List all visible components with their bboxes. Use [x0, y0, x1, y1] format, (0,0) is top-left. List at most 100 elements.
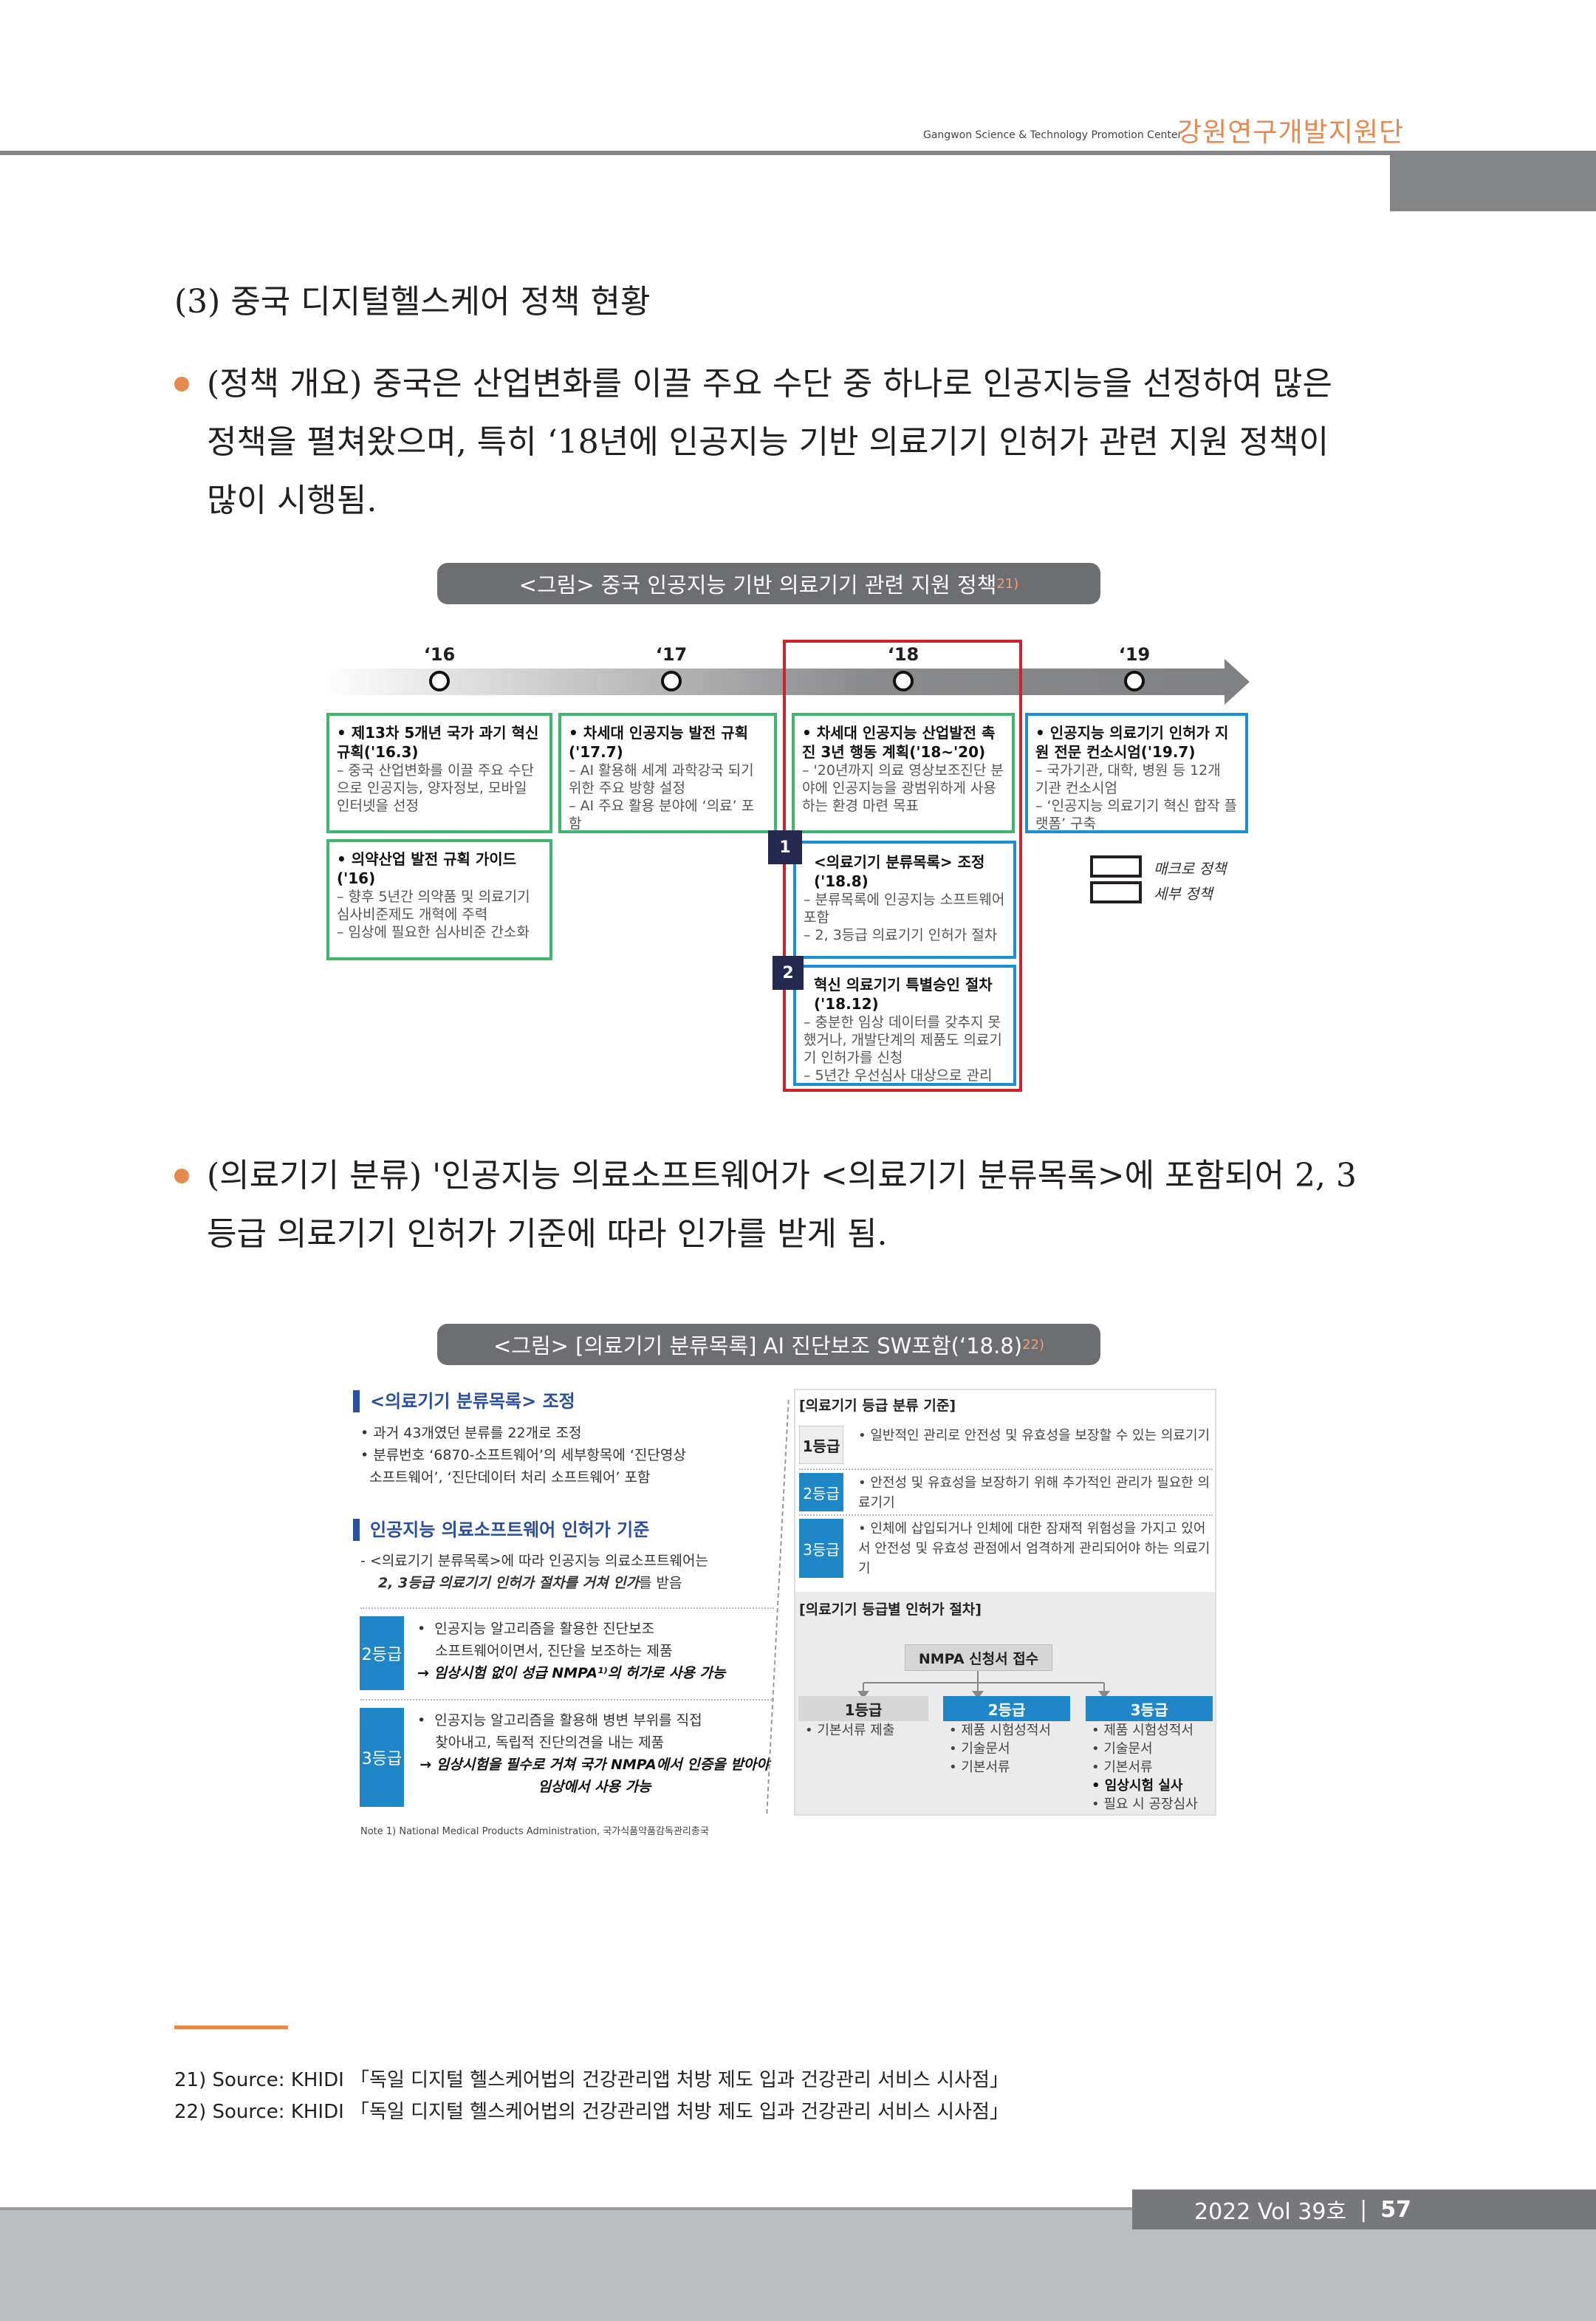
footnote-rule: [174, 2026, 288, 2029]
figure1-title-text: <그림> 중국 인공지능 기반 의료기기 관련 지원 정책: [518, 572, 997, 598]
item: 기본서류: [1103, 1760, 1153, 1775]
line: (정책 개요) 중국은 산업변화를 이끌 주요 수단 중 하나로 인공지능을 선…: [207, 365, 1333, 403]
class-grade-2-desc: • 안전성 및 유효성을 보장하기 위해 추가적인 관리가 필요한 의료기기: [858, 1475, 1210, 1511]
policy-box-18-8: <의료기기 분류목록> 조정 ('18.8)– 분류목록에 인공지능 소프트웨어…: [793, 841, 1016, 959]
timeline-marker: [893, 671, 914, 691]
process-grade-2: 2등급: [943, 1696, 1070, 1721]
timeline-arrow-icon: [1225, 659, 1250, 705]
line: • 인공지능 알고리즘을 활용한 진단보조: [417, 1621, 655, 1637]
box-line: – 충분한 임상 데이터를 갖추지 못했거나, 개발단계의 제품도 의료기기 인…: [804, 1014, 1002, 1066]
issue-label: 2022 Vol 39호: [1194, 2199, 1347, 2225]
figure2-ref: 22): [1022, 1336, 1045, 1353]
divider: [799, 1469, 1213, 1470]
figure1-ref: 21): [996, 575, 1019, 592]
item: 기술문서: [1103, 1741, 1153, 1757]
line: • 분류번호 ‘6870-소프트웨어’의 세부항목에 ‘진단영상: [360, 1447, 686, 1463]
box-line: – 분류목록에 인공지능 소프트웨어 포함: [804, 892, 1005, 926]
process-grade-3: 3등급: [1086, 1696, 1213, 1721]
line: 많이 시행됨.: [207, 482, 377, 519]
grade-2-result: → 임상시험 없이 성급 NMPA¹⁾의 허가로 사용 가능: [417, 1665, 726, 1681]
line: 정책을 펼쳐왔으며, 특히 ‘18년에 인공지능 기반 의료기기 인허가 관련 …: [207, 423, 1329, 461]
divider: [360, 1607, 774, 1609]
grade-2-badge: 2등급: [360, 1616, 404, 1690]
emphasis: 2, 3등급 의료기기 인허가 절차를 거쳐 인가: [378, 1575, 640, 1591]
header-rule: [0, 151, 1390, 155]
box-line: – 5년간 우선심사 대상으로 관리: [804, 1067, 993, 1084]
figure2-title: <그림> [의료기기 분류목록] AI 진단보조 SW포함(‘18.8)22): [437, 1324, 1100, 1365]
separator: |: [1360, 2196, 1368, 2223]
divider: [799, 1514, 1213, 1516]
box-title: • 차세대 인공지능 산업발전 촉진 3년 행동 계획('18~'20): [802, 724, 996, 761]
box-title: • 차세대 인공지능 발전 규획 ('17.7): [569, 724, 749, 761]
right-heading-1: [의료기기 등급 분류 기준]: [799, 1398, 956, 1414]
year-label: ‘17: [655, 644, 688, 665]
section-title: (3) 중국 디지털헬스케어 정책 현황: [174, 283, 651, 321]
footnote-21: 21) Source: KHIDI 「독일 디지털 헬스케어법의 건강관리앱 처…: [174, 2069, 1009, 2091]
grade-2-desc: • 인공지능 알고리즘을 활용한 진단보조 소프트웨어이면서, 진단을 보조하는…: [417, 1618, 725, 1684]
footnote-22: 22) Source: KHIDI 「독일 디지털 헬스케어법의 건강관리앱 처…: [174, 2101, 1009, 2123]
box-line: – AI 활용해 세계 과학강국 되기 위한 주요 방향 설정: [569, 762, 754, 796]
process-grade-2-items: • 제품 시험성적서• 기술문서• 기본서류: [949, 1723, 1051, 1775]
timeline-marker: [661, 671, 682, 691]
line: 소프트웨어이면서, 진단을 보조하는 제품: [417, 1643, 673, 1659]
box-line: – ‘인공지능 의료기기 혁신 합작 플랫폼’ 구축: [1035, 798, 1237, 832]
timeline-marker: [429, 671, 450, 691]
policy-box-19-7: • 인공지능 의료기기 인허가 지원 전문 컨소시엄('19.7)– 국가기관,…: [1025, 713, 1248, 833]
box-line: – AI 주요 활용 분야에 ‘의료’ 포함: [569, 798, 755, 832]
right-heading-2: [의료기기 등급별 인허가 절차]: [799, 1602, 982, 1618]
box-title: 혁신 의료기기 특별승인 절차('18.12): [814, 976, 993, 1013]
item: 기본서류 제출: [817, 1723, 895, 1738]
left-bullets-1: • 과거 43개였던 분류를 22개로 조정• 분류번호 ‘6870-소프트웨어…: [360, 1422, 686, 1488]
box-line: – 임상에 필요한 심사비준 간소화: [337, 924, 530, 940]
box-line: – 2, 3등급 의료기기 인허가 절차: [804, 927, 998, 943]
paragraph-policy-overview: (정책 개요) 중국은 산업변화를 이끌 주요 수단 중 하나로 인공지능을 선…: [207, 355, 1403, 530]
flow-arrows: [857, 1671, 1110, 1699]
policy-box-18-20: • 차세대 인공지능 산업발전 촉진 3년 행동 계획('18~'20)– '2…: [792, 713, 1015, 833]
left-desc: - <의료기기 분류목록>에 따라 인공지능 의료소프트웨어는: [360, 1553, 708, 1569]
header-block: [1390, 151, 1596, 211]
figure2-title-text: <그림> [의료기기 분류목록] AI 진단보조 SW포함(‘18.8): [493, 1333, 1023, 1358]
box-title: • 제13차 5개년 국가 과기 혁신 규획('16.3): [337, 724, 539, 761]
org-name-en: Gangwon Science & Technology Promotion C…: [923, 129, 1182, 141]
grade-3-badge: 3등급: [360, 1708, 404, 1807]
class-grade-1-badge: 1등급: [799, 1426, 843, 1464]
left-heading-1: <의료기기 분류목록> 조정: [353, 1390, 575, 1412]
timeline-marker: [1124, 671, 1145, 691]
policy-box-18-12: 혁신 의료기기 특별승인 절차('18.12)– 충분한 임상 데이터를 갖추지…: [793, 965, 1016, 1086]
left-heading-2: 인공지능 의료소프트웨어 인허가 기준: [353, 1519, 649, 1541]
page-number: 57: [1380, 2196, 1411, 2223]
line: 찾아내고, 독립적 진단의견을 내는 제품: [417, 1734, 665, 1751]
timeline-bar: [325, 669, 1226, 695]
note: Note 1) National Medical Products Admini…: [360, 1826, 709, 1837]
item: 기술문서: [961, 1741, 1010, 1757]
box-title: • 의약산업 발전 규획 가이드 ('16): [337, 850, 517, 887]
box-line: – 중국 산업변화를 이끌 주요 수단으로 인공지능, 양자정보, 모바일 인터…: [337, 762, 534, 814]
left-desc-2: 2, 3등급 의료기기 인허가 절차를 거쳐 인가를 받음: [378, 1572, 682, 1594]
process-grade-1-items: • 기본서류 제출: [805, 1723, 895, 1738]
box-title: • 인공지능 의료기기 인허가 지원 전문 컨소시엄('19.7): [1035, 724, 1229, 761]
org-name-ko: 강원연구개발지원단: [1177, 117, 1405, 148]
line: 등급 의료기기 인허가 기준에 따라 인가를 받게 됨.: [207, 1215, 888, 1253]
class-grade-3-badge: 3등급: [799, 1519, 843, 1578]
nmpa-application-node: NMPA 신청서 접수: [905, 1644, 1052, 1671]
process-grade-3-items: • 제품 시험성적서• 기술문서• 기본서류• 임상시험 실사• 필요 시 공장…: [1092, 1723, 1198, 1812]
legend-swatch-detail: [1090, 881, 1142, 903]
bullet-icon: [174, 377, 189, 392]
line: 소프트웨어’, ‘진단데이터 처리 소프트웨어’ 포함: [360, 1469, 651, 1486]
policy-box-16-3: • 제13차 5개년 국가 과기 혁신 규획('16.3)– 중국 산업변화를 …: [326, 713, 552, 833]
item: 제품 시험성적서: [961, 1723, 1051, 1738]
line: (의료기기 분류) '인공지능 의료소프트웨어가 <의료기기 분류목록>에 포함…: [207, 1157, 1357, 1194]
year-label: ‘19: [1118, 644, 1151, 665]
item: 기본서류: [961, 1760, 1010, 1775]
legend-label-detail: 세부 정책: [1154, 885, 1213, 903]
box-line: – 향후 5년간 의약품 및 의료기기 심사비준제도 개혁에 주력: [337, 889, 530, 923]
text: 를 받음: [639, 1575, 682, 1591]
policy-box-16: • 의약산업 발전 규획 가이드 ('16)– 향후 5년간 의약품 및 의료기…: [326, 839, 552, 960]
line: • 인공지능 알고리즘을 활용해 병변 부위를 직접: [417, 1712, 702, 1729]
bullet-icon: [174, 1169, 189, 1183]
footer-issue-block: 2022 Vol 39호 | 57: [1132, 2190, 1596, 2229]
paragraph-device-classification: (의료기기 분류) '인공지능 의료소프트웨어가 <의료기기 분류목록>에 포함…: [207, 1146, 1403, 1263]
class-grade-1-desc: • 일반적인 관리로 안전성 및 유효성을 보장할 수 있는 의료기기: [858, 1428, 1210, 1443]
box-line: – 국가기관, 대학, 병원 등 12개 기관 컨소시엄: [1035, 762, 1221, 796]
legend-swatch-macro: [1090, 855, 1142, 878]
